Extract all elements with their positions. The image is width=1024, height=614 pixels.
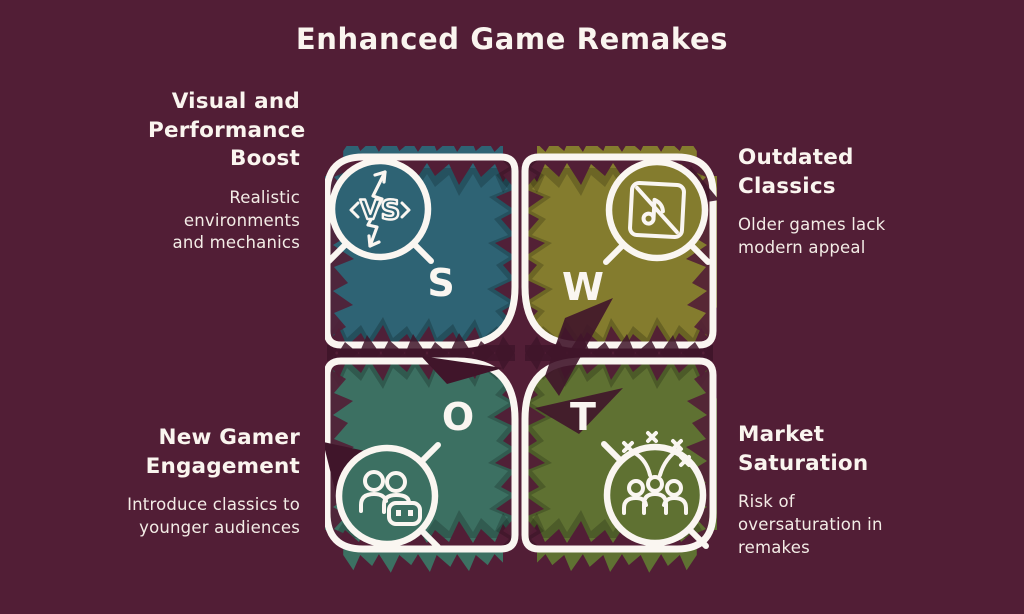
strengths-heading: Visual and Performance Boost — [148, 89, 306, 172]
weaknesses-text-block: Outdated Classics Older games lack moder… — [738, 144, 906, 260]
weaknesses-heading: Outdated Classics — [738, 145, 854, 199]
threats-description: Risk of oversaturation in remakes — [738, 492, 883, 557]
page-title: Enhanced Game Remakes — [295, 22, 729, 56]
versus-label: VS — [360, 195, 400, 226]
gamers-icon — [359, 470, 422, 526]
versus-icon — [349, 170, 411, 248]
threats-heading: Market Saturation — [738, 422, 869, 476]
weaknesses-badge: W — [562, 158, 711, 309]
celebration-icon — [622, 431, 691, 515]
no-music-icon — [628, 181, 686, 239]
strengths-text-block: Visual and Performance Boost Realistic e… — [148, 88, 306, 255]
opportunities-badge: O — [335, 395, 474, 550]
weaknesses-letter: W — [562, 265, 604, 309]
threats-badge: T — [570, 395, 709, 549]
strengths-badge: VS S — [326, 157, 455, 305]
swot-diagram: VS S W — [325, 146, 717, 586]
opportunities-heading: New Gamer Engagement — [145, 425, 300, 479]
opportunities-letter: O — [442, 395, 474, 439]
opportunities-description: Introduce classics to younger audiences — [127, 495, 300, 537]
threats-letter: T — [570, 395, 596, 439]
weaknesses-description: Older games lack modern appeal — [738, 215, 886, 257]
strengths-letter: S — [427, 261, 454, 305]
opportunities-text-block: New Gamer Engagement Introduce classics … — [126, 424, 300, 540]
strengths-description: Realistic environments and mechanics — [172, 187, 300, 253]
threats-text-block: Market Saturation Risk of oversaturation… — [738, 421, 906, 559]
